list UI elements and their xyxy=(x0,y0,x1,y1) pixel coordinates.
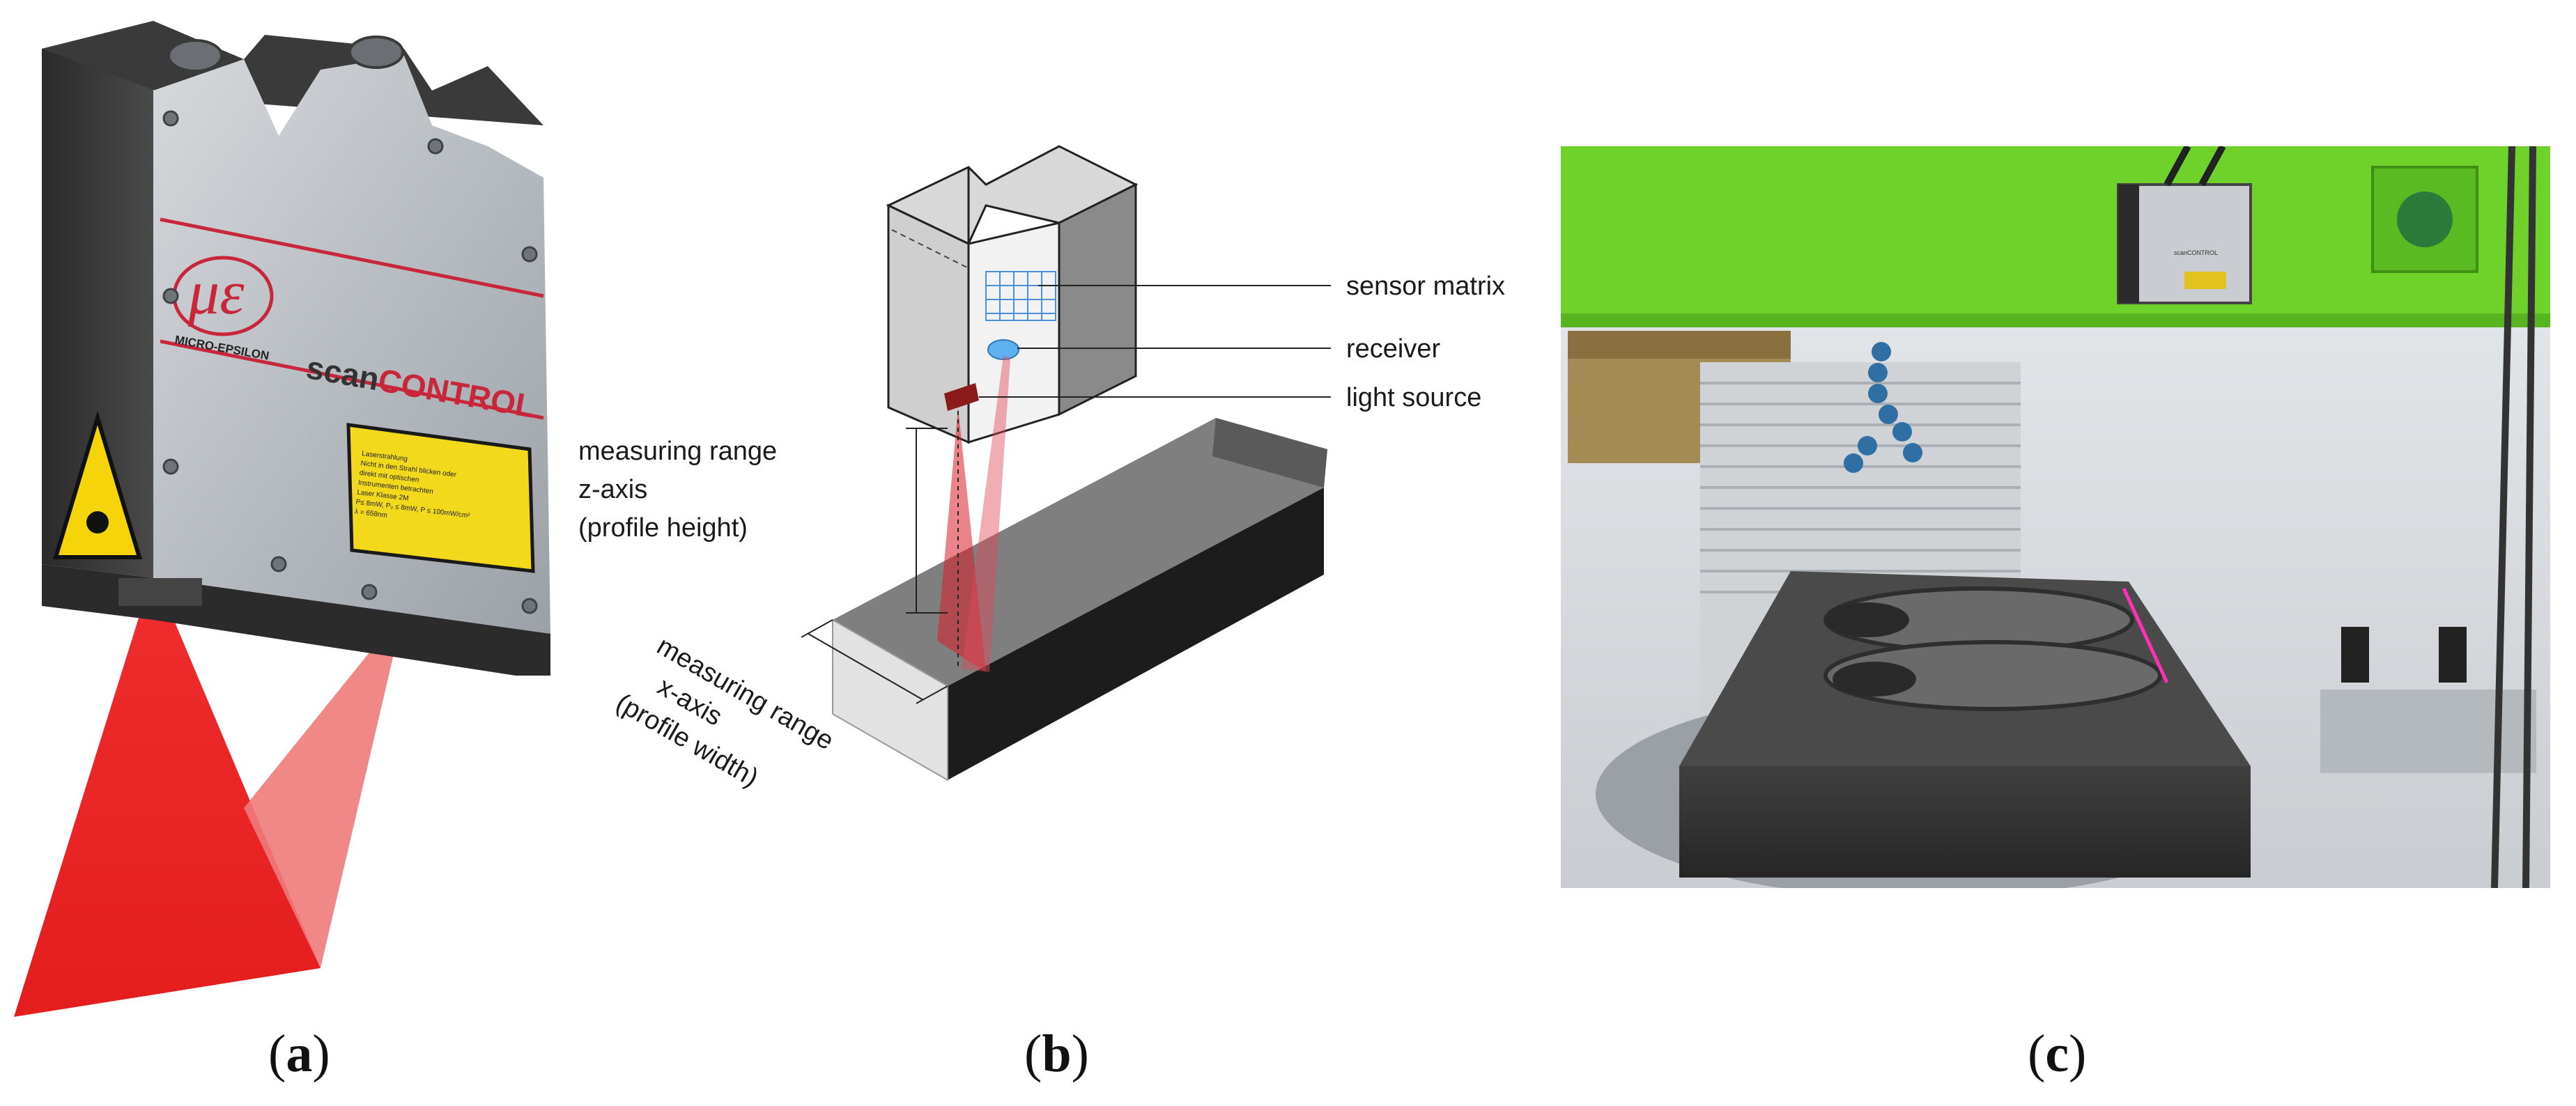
housing-side xyxy=(42,21,153,578)
sensor-housing-inner xyxy=(967,221,1061,444)
light-source xyxy=(944,383,979,411)
weld-bead-2 xyxy=(1823,640,2162,711)
label-receiver: receiver xyxy=(1346,334,1440,364)
workpiece-end xyxy=(832,618,948,781)
x-axis-dimension xyxy=(808,633,924,701)
coolant-hose xyxy=(1844,342,1922,473)
sensor-housing-right xyxy=(1058,182,1137,416)
connector-1 xyxy=(167,39,223,72)
label-light-source: light source xyxy=(1346,383,1481,412)
connector-2 xyxy=(348,36,404,69)
emitter-window xyxy=(118,578,202,606)
clamp-block xyxy=(2320,690,2536,773)
sensor-matrix-grid xyxy=(985,271,1056,321)
laser-fan-emitted xyxy=(14,571,321,1017)
red-stripe-bottom xyxy=(160,339,544,420)
caption-c: (c) xyxy=(2028,1025,2087,1083)
panel-a-scanner-photo: με MICRO-EPSILON scanCONTROL Laserstrahl… xyxy=(14,21,571,1024)
mounted-scanner-label: scanCONTROL xyxy=(2174,249,2219,256)
workpiece-front-face xyxy=(1679,766,2251,878)
red-stripe-top xyxy=(160,217,544,298)
workpiece-side xyxy=(948,488,1324,780)
machine-scene xyxy=(1561,146,2550,888)
laser-warning-icon xyxy=(52,410,143,559)
label-z-axis-line3: (profile height) xyxy=(578,513,748,543)
housing-screws xyxy=(162,110,538,614)
caption-a: (a) xyxy=(268,1025,330,1083)
workpiece-chamfer xyxy=(1212,418,1327,488)
panel-c-machine-photo: scanCONTROL xyxy=(1561,146,2550,888)
emergency-button xyxy=(2397,192,2453,247)
label-z-axis-line1: measuring range xyxy=(578,437,777,466)
warning-label-text: Laserstrahlung Nicht in den Strahl blick… xyxy=(354,449,471,520)
triangulation-diagram: sensor matrix receiver light source meas… xyxy=(578,145,1505,793)
panel-b-schematic: sensor matrix receiver light source meas… xyxy=(557,132,1575,864)
micro-epsilon-logo: με xyxy=(187,258,245,327)
laser-plane xyxy=(937,407,986,672)
caption-b: (b) xyxy=(1024,1025,1089,1083)
reflected-beam xyxy=(962,355,1010,672)
laser-scan-line xyxy=(2122,587,2169,684)
label-sensor-matrix: sensor matrix xyxy=(1346,272,1505,301)
laser-fan-reflected xyxy=(244,609,404,968)
scanner-illustration: με xyxy=(14,21,550,1017)
receiver-lens xyxy=(987,339,1019,360)
label-z-axis-line2: z-axis xyxy=(578,475,647,504)
laser-warning-label xyxy=(346,423,535,573)
